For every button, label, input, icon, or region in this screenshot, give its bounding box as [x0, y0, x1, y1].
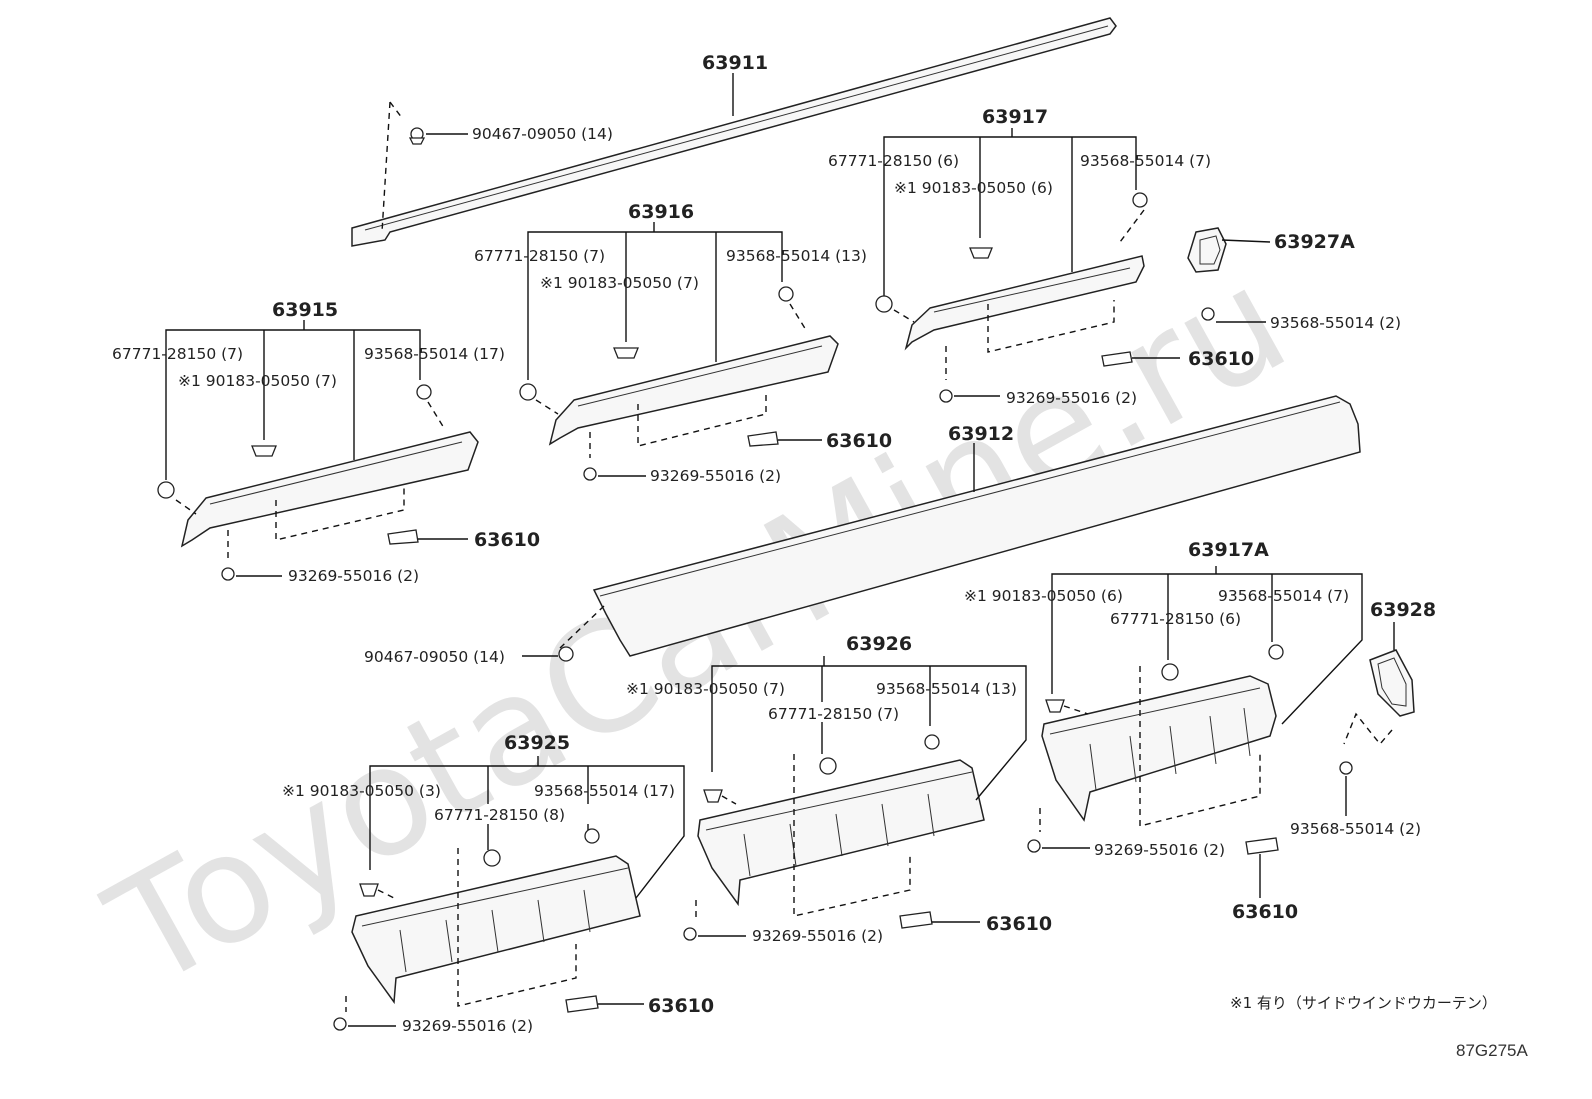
label-63917A-93568: 93568-55014 (7) [1218, 587, 1349, 605]
label-63926-93269: 93269-55016 (2) [752, 927, 883, 945]
label-63917-93568: 93568-55014 (7) [1080, 152, 1211, 170]
label-63917A-93269: 93269-55016 (2) [1094, 841, 1225, 859]
label-63928: 63928 [1370, 599, 1436, 621]
label-63610-c: 63610 [474, 529, 540, 551]
label-63925-90183: ※1 90183-05050 (3) [282, 782, 441, 800]
label-63915-67771: 67771-28150 (7) [112, 345, 243, 363]
part-63926-bracket [683, 656, 1027, 941]
label-63915-93568: 93568-55014 (17) [364, 345, 505, 363]
label-63925-67771: 67771-28150 (8) [434, 806, 565, 824]
footnote-curtain-airbag: ※1 有り（サイドウインドウカーテン） [1230, 994, 1497, 1012]
part-63911-moulding [351, 17, 1117, 247]
label-63916-93568: 93568-55014 (13) [726, 247, 867, 265]
label-63926-93568: 93568-55014 (13) [876, 680, 1017, 698]
label-63915: 63915 [272, 299, 338, 321]
label-63915-90183: ※1 90183-05050 (7) [178, 372, 337, 390]
label-63610-b: 63610 [826, 430, 892, 452]
part-63925-bracket [333, 756, 685, 1031]
label-63916-93269: 93269-55016 (2) [650, 467, 781, 485]
label-63926-67771: 67771-28150 (7) [768, 705, 899, 723]
label-63916-90183: ※1 90183-05050 (7) [540, 274, 699, 292]
label-63917A-67771: 67771-28150 (6) [1110, 610, 1241, 628]
label-63917A: 63917A [1188, 539, 1269, 561]
part-63928-cap [1339, 622, 1415, 816]
label-63925-93568: 93568-55014 (17) [534, 782, 675, 800]
label-63926: 63926 [846, 633, 912, 655]
label-63928-93568: 93568-55014 (2) [1290, 820, 1421, 838]
part-63915-garnish [157, 320, 479, 581]
label-63916: 63916 [628, 201, 694, 223]
label-63917-93269: 93269-55016 (2) [1006, 389, 1137, 407]
label-63917: 63917 [982, 106, 1048, 128]
label-63610-a: 63610 [1188, 348, 1254, 370]
label-63912: 63912 [948, 423, 1014, 445]
part-63916-garnish [519, 222, 839, 481]
label-63911: 63911 [702, 52, 768, 74]
label-63610-f: 63610 [648, 995, 714, 1017]
label-90467-mid: 90467-09050 (14) [364, 648, 505, 666]
label-63610-d: 63610 [1232, 901, 1298, 923]
clip-90467-top-icon [381, 101, 468, 233]
label-63917A-90183: ※1 90183-05050 (6) [964, 587, 1123, 605]
label-63926-90183: ※1 90183-05050 (7) [626, 680, 785, 698]
label-63925: 63925 [504, 732, 570, 754]
label-63925-93269: 93269-55016 (2) [402, 1017, 533, 1035]
part-63917A-bracket [1027, 566, 1363, 898]
label-63927A: 63927A [1274, 231, 1355, 253]
label-63927A-93568: 93568-55014 (2) [1270, 314, 1401, 332]
label-63917-67771: 67771-28150 (6) [828, 152, 959, 170]
label-63916-67771: 67771-28150 (7) [474, 247, 605, 265]
part-63917-garnish [875, 128, 1180, 403]
label-90467-top: 90467-09050 (14) [472, 125, 613, 143]
label-63915-93269: 93269-55016 (2) [288, 567, 419, 585]
diagram-code: 87G275A [1456, 1041, 1528, 1060]
label-63917-90183: ※1 90183-05050 (6) [894, 179, 1053, 197]
part-63912-panel [522, 395, 1361, 662]
label-63610-e: 63610 [986, 913, 1052, 935]
part-63927A-cap [1187, 227, 1271, 323]
